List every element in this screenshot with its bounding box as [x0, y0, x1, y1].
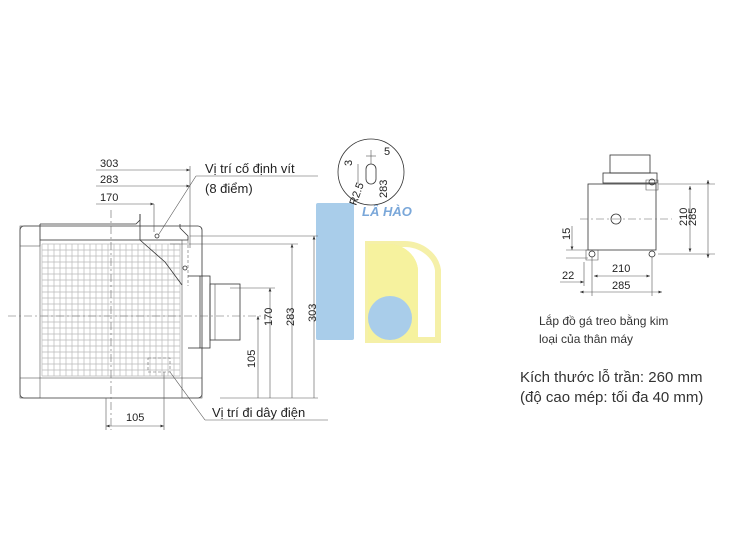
- detail-circle: [337, 138, 405, 206]
- keyhole-slot: [365, 163, 377, 185]
- duct-collar: [209, 283, 241, 341]
- housing-top-edge: [40, 214, 141, 225]
- housing-diagonal: [139, 239, 183, 286]
- bracket-caption-line2: loại của thân máy: [539, 332, 633, 346]
- ceiling-hole-line1: Kích thước lỗ trần: 260 mm: [520, 369, 702, 386]
- duct-stub: [609, 154, 651, 174]
- ceiling-hole-line2: (độ cao mép: tối đa 40 mm): [520, 389, 703, 406]
- mount-tab: [585, 249, 599, 261]
- wiring-position-label: Vị trí đi dây điện: [212, 405, 305, 420]
- dim-15-label: 15: [561, 228, 573, 240]
- wiring-callout: Vị trí đi dây điện: [169, 371, 328, 421]
- wiring-leader: [169, 371, 206, 421]
- dim-h285-label: 285: [687, 208, 699, 226]
- screw-callout: Vị trí cố định vít (8 điểm): [158, 161, 318, 235]
- slot-detail: 3 5 R2.5 283: [337, 138, 405, 207]
- watermark-yellow-arc: [365, 240, 441, 343]
- watermark-logo: LÂ HÀO: [316, 203, 441, 343]
- duct-flange: [199, 275, 211, 349]
- dim-303-label: 303: [100, 158, 118, 170]
- watermark-blue-bar: [316, 203, 354, 340]
- dim-w285-label: 285: [612, 280, 630, 292]
- bracket-body: [587, 183, 657, 251]
- dim-side-303-label: 303: [307, 304, 319, 322]
- duct-base: [602, 172, 658, 184]
- grille-corner-tl: [19, 225, 41, 247]
- grille-corner-br: [181, 377, 203, 399]
- grille-corner-bl: [19, 377, 41, 399]
- dim-w210-label: 210: [612, 263, 630, 275]
- dim-h210-label: 210: [678, 208, 690, 226]
- bottom-dimension: 105: [105, 372, 165, 430]
- screw-leader: [158, 175, 197, 235]
- side-dimensions: 170 283 303 105: [170, 235, 319, 399]
- wiring-box: [147, 357, 171, 373]
- dim-283-label: 283: [100, 174, 118, 186]
- mount-tab: [645, 179, 659, 191]
- screw-hole-icon: [154, 233, 160, 239]
- detail-5-label: 5: [384, 146, 390, 158]
- dim-bottom-105-label: 105: [126, 412, 144, 424]
- watermark-text: LÂ HÀO: [362, 204, 412, 219]
- dim-side-283-label: 283: [285, 308, 297, 326]
- dim-side-170-label: 170: [263, 308, 275, 326]
- screw-count-label: (8 điểm): [205, 181, 253, 196]
- grille-mesh: [41, 243, 181, 377]
- screw-position-label: Vị trí cố định vít: [205, 161, 295, 176]
- fan-side-view: [8, 210, 262, 430]
- detail-283-label: 283: [378, 180, 390, 198]
- bracket-top-view: 210 285 210 285 15 22: [560, 154, 715, 296]
- bracket-caption-line1: Lắp đồ gá treo bằng kim: [539, 313, 668, 328]
- screw-hole-icon: [182, 265, 188, 271]
- center-hole-icon: [610, 213, 622, 225]
- dim-170-label: 170: [100, 192, 118, 204]
- watermark-blue-dot: [368, 296, 412, 340]
- dim-side-105-label: 105: [246, 350, 258, 368]
- detail-3-label: 3: [343, 160, 355, 166]
- top-dimensions: 303 283 170: [96, 158, 191, 248]
- mount-hole-icon: [648, 178, 656, 186]
- dim-22-label: 22: [562, 270, 574, 282]
